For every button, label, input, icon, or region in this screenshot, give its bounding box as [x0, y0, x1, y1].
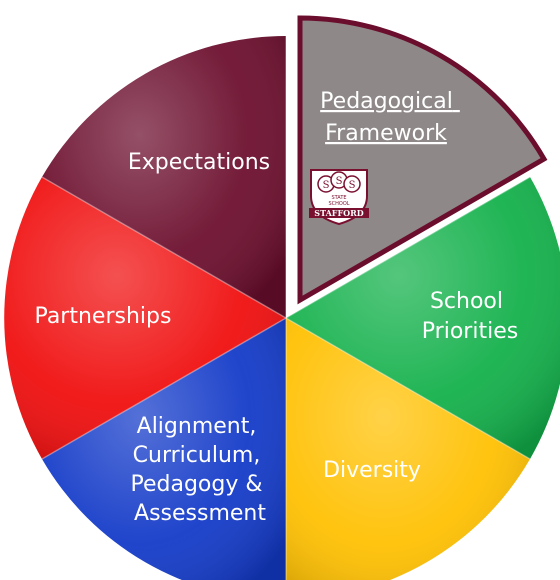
segment-partnerships: Partnerships [4, 177, 287, 459]
segment-pedagogical-framework: Pedagogical Framework S S S STATE SCHOOL… [297, 15, 548, 305]
segment-school-priorities: School Priorities [286, 177, 560, 459]
wedge-separators [41, 36, 531, 580]
segment-label-school-priorities: School Priorities [422, 289, 518, 344]
segment-alignment: Alignment, Curriculum, Pedagogy & Assess… [42, 318, 286, 580]
svg-text:SCHOOL: SCHOOL [328, 201, 349, 207]
segment-label-pedagogical-framework: Pedagogical Framework [320, 89, 460, 146]
svg-text:S: S [349, 180, 356, 191]
segment-expectations: Expectations [42, 36, 286, 318]
segment-label-expectations: Expectations [128, 150, 270, 175]
svg-text:STAFFORD: STAFFORD [314, 208, 363, 218]
segment-label-diversity: Diversity [323, 458, 421, 483]
svg-text:STATE: STATE [331, 195, 346, 201]
segment-label-alignment: Alignment, Curriculum, Pedagogy & Assess… [130, 414, 269, 526]
svg-text:S: S [323, 180, 330, 191]
school-crest-logo: S S S STATE SCHOOL STAFFORD [309, 169, 369, 226]
segment-diversity: Diversity [286, 318, 530, 580]
svg-text:S: S [336, 176, 343, 187]
segment-label-partnerships: Partnerships [35, 304, 172, 329]
